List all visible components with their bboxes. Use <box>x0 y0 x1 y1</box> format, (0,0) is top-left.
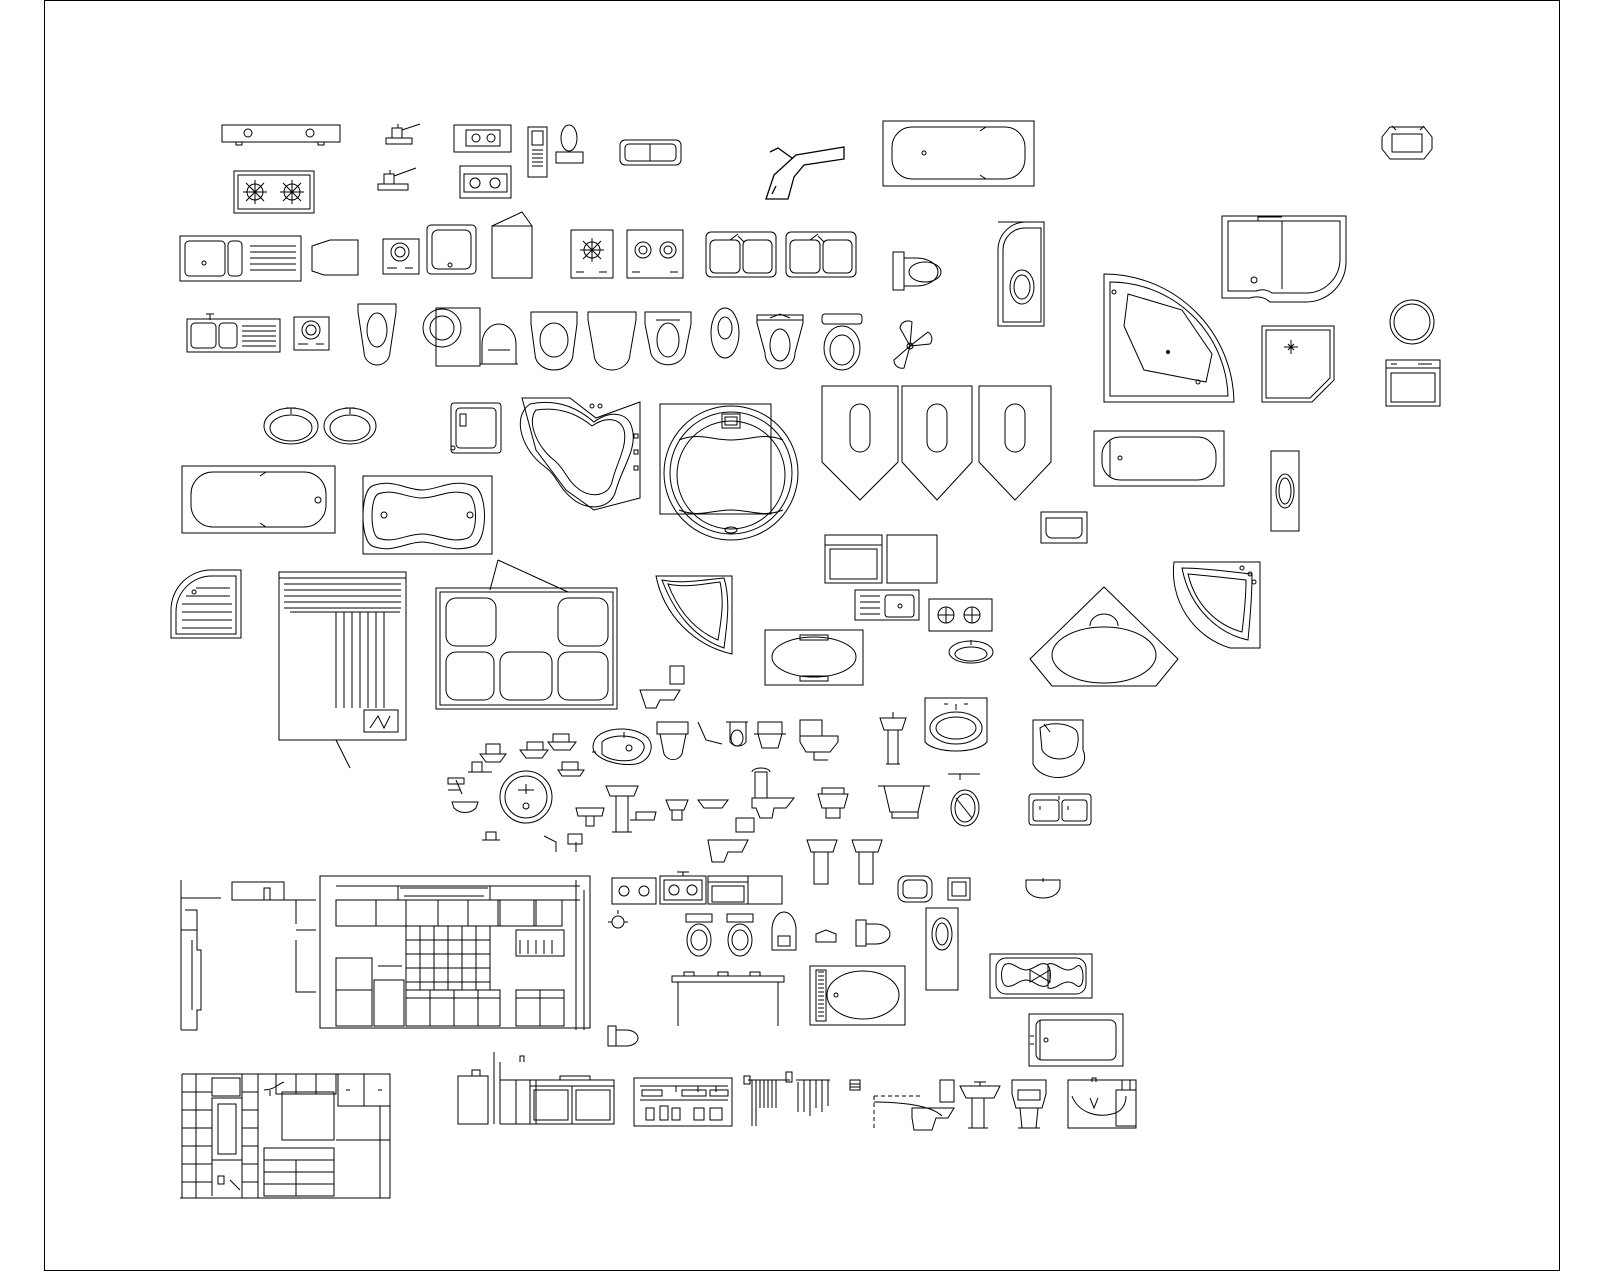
oval-basin-icon <box>263 407 377 445</box>
hob-two-burner-box-icon <box>453 124 512 199</box>
corner-tub-small-icon <box>655 575 733 655</box>
bathroom-accessories-icon <box>457 1052 733 1127</box>
corner-tub-curved-icon <box>1221 215 1347 303</box>
toilet-plan-row-icon <box>357 303 863 371</box>
cooktop-single-icon <box>382 238 420 275</box>
gas-hob-two-burner-icon <box>233 170 315 214</box>
basin-small-rect-icon <box>619 139 682 166</box>
squat-toilet-icon <box>1381 125 1433 160</box>
corner-tub-triangle-icon <box>1029 586 1179 687</box>
kitchen-plan-icon <box>180 1073 391 1199</box>
double-sink-drainboard-icon <box>186 313 281 353</box>
corner-bathtub-large-icon <box>1103 273 1235 403</box>
towel-rail-icon <box>743 1071 861 1126</box>
toilet-elevation-icon <box>447 665 685 795</box>
oven-front-icon <box>824 534 938 584</box>
fan-icon <box>893 320 933 369</box>
basin-small-rect-icon <box>1040 511 1088 544</box>
freeform-tub-icon <box>519 397 641 511</box>
round-basin-icon <box>451 770 553 841</box>
kitchen-sink-cooker-icon <box>671 971 785 1026</box>
sink-square-icon <box>450 402 502 454</box>
shower-cabin-icon <box>1067 1077 1137 1129</box>
round-basin-icon <box>1389 299 1435 345</box>
toilet-elevation-icon <box>873 1079 955 1131</box>
shower-tray-curved-icon <box>170 569 242 639</box>
pedestal-basin-icon <box>879 712 907 765</box>
bathtub-rect-small-icon <box>878 785 930 819</box>
cabinet-door-icon <box>311 211 533 279</box>
kitchen-sink-cooker-icon <box>854 589 994 664</box>
burner-square-icon <box>570 229 684 279</box>
toilet-plan-row-icon <box>685 911 891 957</box>
cooktop-single-icon <box>293 316 330 351</box>
toilet-elevation-icon <box>707 767 796 863</box>
spa-tub-square-icon <box>435 559 618 710</box>
faucet-small-icon <box>377 123 421 191</box>
wall-basin-tall-icon <box>1270 450 1300 532</box>
bathtub-rect-icon <box>882 120 1035 187</box>
oven-front-icon <box>1385 359 1441 407</box>
toilet-plan-row-icon <box>656 719 839 761</box>
bathtub-rect-small-icon <box>1093 430 1225 487</box>
spa-tub-square-icon <box>989 953 1093 999</box>
shower-tray-quarter-icon <box>997 221 1045 327</box>
toilet-plan-small-icon <box>817 787 849 819</box>
drawing-frame <box>44 0 1560 1271</box>
pedestal-basin-icon <box>543 785 729 852</box>
oval-basin-icon <box>948 773 980 827</box>
pedestal-basin-icon <box>806 839 883 885</box>
kitchen-elevation-icon <box>180 875 591 1031</box>
corner-tub-small-icon <box>1032 719 1086 778</box>
oval-basin-icon <box>764 629 864 686</box>
toilet-plan-small-icon <box>892 251 942 291</box>
urinal-stall-icon <box>821 385 1052 501</box>
gas-hob-slim-icon <box>221 124 341 146</box>
corner-tub-curved-icon <box>1172 561 1261 649</box>
toilet-plan-small-icon <box>1011 1079 1047 1129</box>
spa-tub-square-icon <box>362 475 493 555</box>
toilet-plan-small-icon <box>607 1025 639 1047</box>
bathtub-rect-icon <box>181 465 336 534</box>
mixer-faucet-large-icon <box>765 146 845 200</box>
wall-basin-tall-icon <box>925 907 959 991</box>
vanity-basin-icon <box>924 697 988 752</box>
soap-dish-icon <box>527 124 584 178</box>
round-spa-tub-icon <box>592 728 652 765</box>
double-sink-icon <box>1028 793 1092 826</box>
basin-small-rect-icon <box>897 875 1061 903</box>
pedestal-basin-icon <box>959 1081 1001 1129</box>
bathtub-rect-icon <box>809 965 906 1026</box>
double-sink-drainboard-icon <box>179 235 302 282</box>
shower-cabin-icon <box>278 571 407 769</box>
sink-square-icon <box>426 224 477 275</box>
round-spa-tub-icon <box>659 403 799 541</box>
corner-shower-tray-icon <box>1261 325 1335 403</box>
gas-hob-slim-icon <box>608 910 628 929</box>
double-sink-icon <box>705 231 857 278</box>
hob-two-burner-box-icon <box>611 871 783 905</box>
bathtub-rect-small-icon <box>1028 1013 1124 1067</box>
